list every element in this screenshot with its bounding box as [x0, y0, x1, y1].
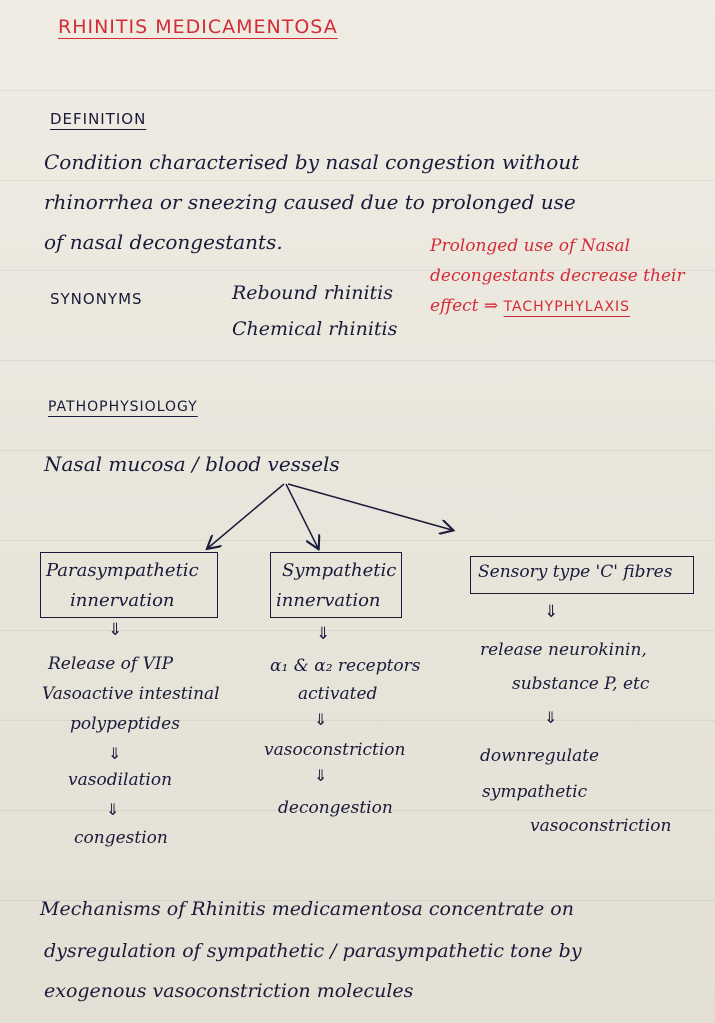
synonyms-heading: SYNONYMS [50, 290, 143, 308]
parasympathetic-box-line-1: Parasympathetic [46, 560, 199, 581]
sympathetic-box-line-2: innervation [276, 590, 381, 611]
parasympathetic-step-1-line-2: Vasoactive intestinal [42, 684, 220, 704]
parasympathetic-box [40, 552, 218, 618]
definition-line-1: Condition characterised by nasal congest… [44, 150, 580, 174]
sympathetic-step-2: vasoconstriction [264, 740, 406, 760]
parasympathetic-step-1-line-1: Release of VIP [48, 654, 174, 674]
side-note-effect-term: TACHYPHYLAXIS [503, 299, 631, 315]
sensory-box [470, 556, 694, 594]
synonym-2: Chemical rhinitis [232, 318, 398, 340]
sympathetic-box [270, 552, 402, 618]
sensory-step-1-line-2: substance P, etc [512, 674, 650, 694]
side-note-effect: effect ⇒ TACHYPHYLAXIS [430, 298, 630, 315]
definition-line-3: of nasal decongestants. [44, 230, 283, 254]
parasympathetic-step-1-line-3: polypeptides [70, 714, 180, 734]
conclusion-line-2: dysregulation of sympathetic / parasympa… [44, 940, 582, 962]
arrow-down-2b: ⇓ [314, 710, 328, 729]
sympathetic-step-1-line-1: α₁ & α₂ receptors [270, 656, 421, 676]
sensory-step-2-line-1: downregulate [480, 746, 600, 766]
definition-line-2: rhinorrhea or sneezing caused due to pro… [44, 190, 576, 214]
pathophysiology-root: Nasal mucosa / blood vessels [44, 452, 340, 476]
arrow-down-3a: ⇓ [544, 602, 559, 622]
arrow-down-1b: ⇓ [108, 744, 122, 763]
sympathetic-step-3: decongestion [278, 798, 393, 818]
sensory-box-line-1: Sensory type 'C' fibres [478, 562, 673, 582]
sensory-step-2-line-3: vasoconstriction [530, 816, 672, 836]
conclusion-line-1: Mechanisms of Rhinitis medicamentosa con… [40, 898, 574, 920]
arrow-down-1c: ⇓ [106, 800, 120, 819]
sensory-step-1-line-1: release neurokinin, [480, 640, 647, 660]
pathophysiology-heading: PATHOPHYSIOLOGY [48, 399, 198, 415]
arrow-down-2a: ⇓ [316, 624, 331, 644]
arrow-down-2c: ⇓ [314, 766, 328, 785]
parasympathetic-box-line-2: innervation [70, 590, 175, 611]
arrow-down-3b: ⇓ [544, 708, 558, 727]
side-note-line-1: Prolonged use of Nasal [430, 236, 631, 256]
definition-heading: DEFINITION [50, 110, 147, 128]
side-note-effect-prefix: effect ⇒ [430, 296, 499, 316]
synonym-1: Rebound rhinitis [232, 282, 393, 304]
parasympathetic-step-2: vasodilation [68, 770, 173, 790]
sensory-step-2-line-2: sympathetic [482, 782, 588, 802]
conclusion-line-3: exogenous vasoconstriction molecules [44, 980, 414, 1002]
sympathetic-box-line-1: Sympathetic [282, 560, 397, 581]
parasympathetic-step-3: congestion [74, 828, 168, 848]
sympathetic-step-1-line-2: activated [298, 684, 378, 704]
side-note-line-2: decongestants decrease their [430, 266, 685, 286]
arrow-down-1a: ⇓ [108, 620, 123, 640]
page-title: RHINITIS MEDICAMENTOSA [58, 16, 338, 38]
